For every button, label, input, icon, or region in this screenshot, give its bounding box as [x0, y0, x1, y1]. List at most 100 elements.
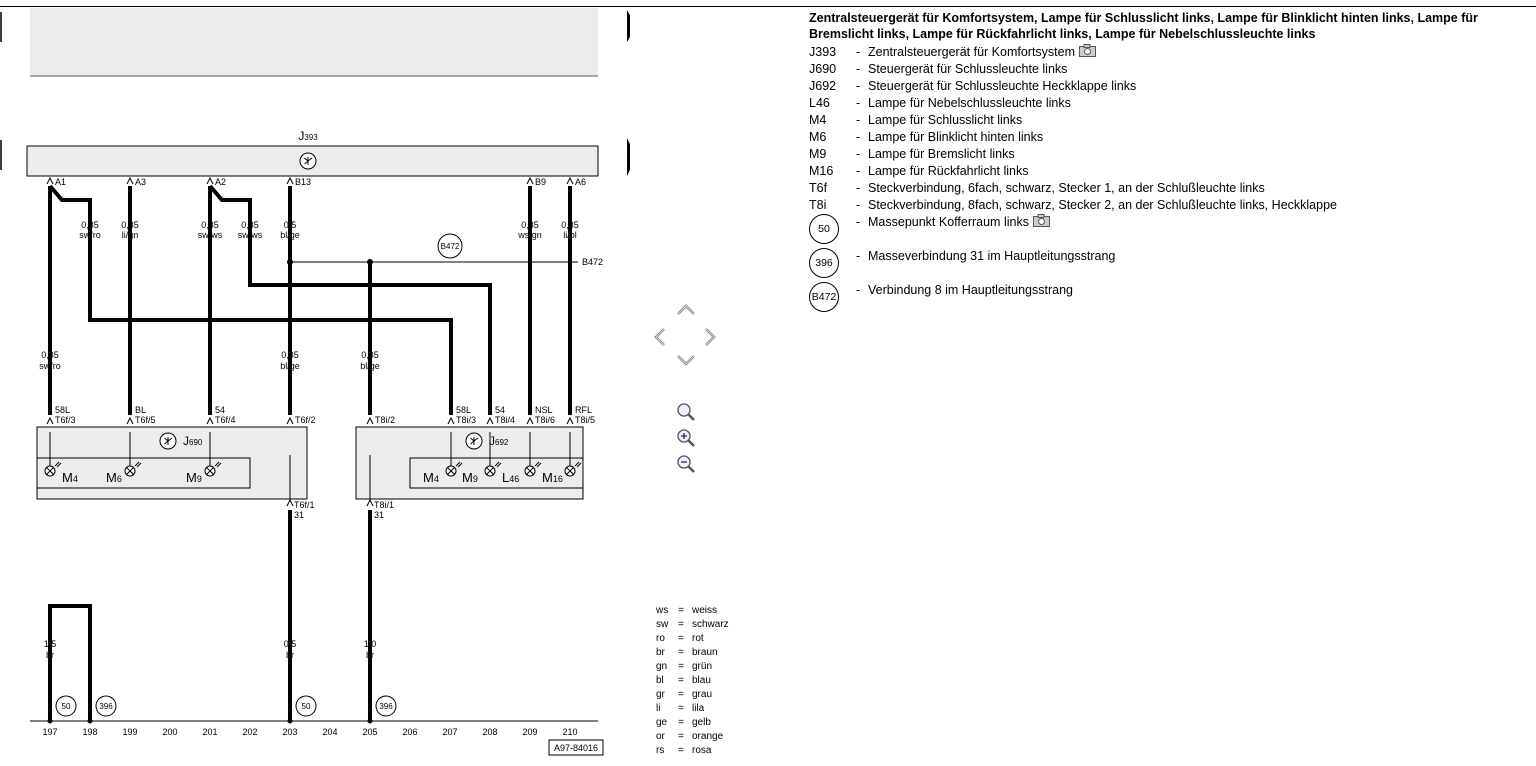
- legend-desc-text: Lampe für Nebelschlussleuchte links: [868, 96, 1071, 110]
- legend-dash: -: [856, 113, 861, 127]
- color-abbr: ro: [656, 633, 665, 644]
- zoom-fit-icon[interactable]: [676, 402, 696, 422]
- b472-connector-symbol[interactable]: [437, 233, 463, 259]
- legend-item: M9-Lampe für Bremslicht links: [809, 146, 1529, 163]
- j692-control-unit-icon: [465, 432, 483, 450]
- color-key-row: gn=grün: [656, 660, 746, 674]
- j690-lamp-area: [36, 457, 251, 489]
- ground-point-label-50: 50: [62, 702, 71, 711]
- j692-pin-func-1: 58L: [456, 405, 471, 415]
- ground-wire-size-1: 0,5: [284, 639, 297, 649]
- color-name: rot: [692, 633, 704, 644]
- legend-dash: -: [856, 283, 861, 297]
- color-key-row: sw=schwarz: [656, 618, 746, 632]
- legend-desc-text: Lampe für Bremslicht links: [868, 147, 1015, 161]
- legend-code: M16: [809, 164, 834, 178]
- legend-desc: Steuergerät für Schlussleuchte Heckklapp…: [868, 78, 1136, 95]
- figure-code: A97-84016: [554, 743, 598, 753]
- ground-wire-size-2: 1,0: [364, 639, 377, 649]
- legend-desc: Lampe für Bremslicht links: [868, 146, 1015, 163]
- color-equals: =: [678, 703, 684, 714]
- legend-code: J690: [809, 62, 837, 76]
- legend-dash: -: [856, 198, 861, 212]
- track-204: 204: [322, 727, 337, 737]
- top-wire-size-6: 0,35: [561, 220, 579, 230]
- zoom-in-icon[interactable]: [676, 428, 696, 448]
- mid-wire-color-0: sw/ro: [39, 361, 61, 371]
- pin-arrow: [526, 416, 534, 425]
- j690-pin-conn-1: T6f/5: [135, 415, 156, 425]
- ground-point-symbol[interactable]: [375, 695, 397, 717]
- legend-item: J393-Zentralsteuergerät für Komfortsyste…: [809, 44, 1529, 61]
- legend-dash: -: [856, 249, 861, 263]
- color-abbr: or: [656, 731, 665, 742]
- color-name: weiss: [692, 605, 718, 616]
- legend-desc-text: Steuergerät für Schlussleuchte links: [868, 62, 1068, 76]
- legend-desc: Lampe für Blinklicht hinten links: [868, 129, 1043, 146]
- pan-down-icon[interactable]: [676, 354, 696, 368]
- j692-pin-func-3: NSL: [535, 405, 553, 415]
- figure-code-box: [548, 739, 604, 756]
- legend-ground-item: 396-Masseverbindung 31 im Hauptleitungss…: [809, 248, 1529, 282]
- j690-label: J690: [183, 434, 203, 448]
- j690-pin-conn-2: T6f/4: [215, 415, 236, 425]
- color-name: gelb: [692, 717, 711, 728]
- lamp-icon: [524, 461, 542, 477]
- j692-pin-conn-1: T8i/3: [456, 415, 476, 425]
- color-equals: =: [678, 633, 684, 644]
- legend-ground-symbol: B472: [809, 282, 839, 312]
- pan-left-icon[interactable]: [652, 327, 666, 347]
- track-197: 197: [42, 727, 57, 737]
- track-198: 198: [82, 727, 97, 737]
- color-equals: =: [678, 605, 684, 616]
- legend-item: M16 -Lampe für Rückfahrlicht links: [809, 163, 1529, 180]
- ground-junction-dot: [87, 718, 93, 724]
- legend-code: M9: [809, 147, 827, 161]
- top-pin-A1: A1: [55, 177, 66, 187]
- legend-desc: Lampe für Nebelschlussleuchte links: [868, 95, 1071, 112]
- zoom-out-icon[interactable]: [676, 454, 696, 474]
- pin-arrow: [206, 416, 214, 425]
- color-key-row: ge=gelb: [656, 716, 746, 730]
- legend-ground-item: 50-Massepunkt Kofferraum links: [809, 214, 1529, 248]
- mid-wire-color-1: bl/ge: [280, 361, 300, 371]
- j692-bottom-pin-conn: T8i/1: [374, 500, 394, 510]
- ground-point-label-396: 396: [379, 702, 393, 711]
- color-name: braun: [692, 647, 718, 658]
- top-pin-B9: B9: [535, 177, 546, 187]
- pan-right-icon[interactable]: [704, 327, 718, 347]
- j690-pin-conn-0: T6f/3: [55, 415, 76, 425]
- mid-wire-size-1: 0,35: [281, 350, 299, 360]
- color-abbr: gr: [656, 689, 665, 700]
- color-name: blau: [692, 675, 711, 686]
- legend-code: T6f: [809, 181, 828, 195]
- track-208: 208: [482, 727, 497, 737]
- ground-point-symbol[interactable]: [55, 695, 77, 717]
- legend-desc: Masseverbindung 31 im Hauptleitungsstran…: [868, 248, 1115, 265]
- pin-arrow: [486, 416, 494, 425]
- header-grey-block: [30, 8, 598, 76]
- camera-icon[interactable]: [1079, 44, 1097, 62]
- legend-dash: -: [856, 164, 861, 178]
- legend-desc-text: Steckverbindung, 6fach, schwarz, Stecker…: [868, 181, 1265, 195]
- ground-point-symbol[interactable]: [295, 695, 317, 717]
- pan-up-icon[interactable]: [676, 302, 696, 316]
- legend-desc-text: Massepunkt Kofferraum links: [868, 215, 1029, 229]
- top-wire-color-6: li/bl: [563, 230, 577, 240]
- wire-ground-197-198: [48, 604, 92, 720]
- splice-dot-290: [287, 259, 293, 265]
- legend-item: M6-Lampe für Blinklicht hinten links: [809, 129, 1529, 146]
- track-201: 201: [202, 727, 217, 737]
- legend-desc-text: Lampe für Rückfahrlicht links: [868, 164, 1029, 178]
- ground-point-symbol[interactable]: [95, 695, 117, 717]
- j692-bottom-pin-func: 31: [374, 510, 384, 520]
- j690-control-unit-icon: [159, 432, 177, 450]
- j692-pin-conn-4: T8i/5: [575, 415, 595, 425]
- legend-dash: -: [856, 215, 861, 229]
- top-wire-size-3: 0,35: [241, 220, 259, 230]
- camera-icon[interactable]: [1032, 214, 1050, 232]
